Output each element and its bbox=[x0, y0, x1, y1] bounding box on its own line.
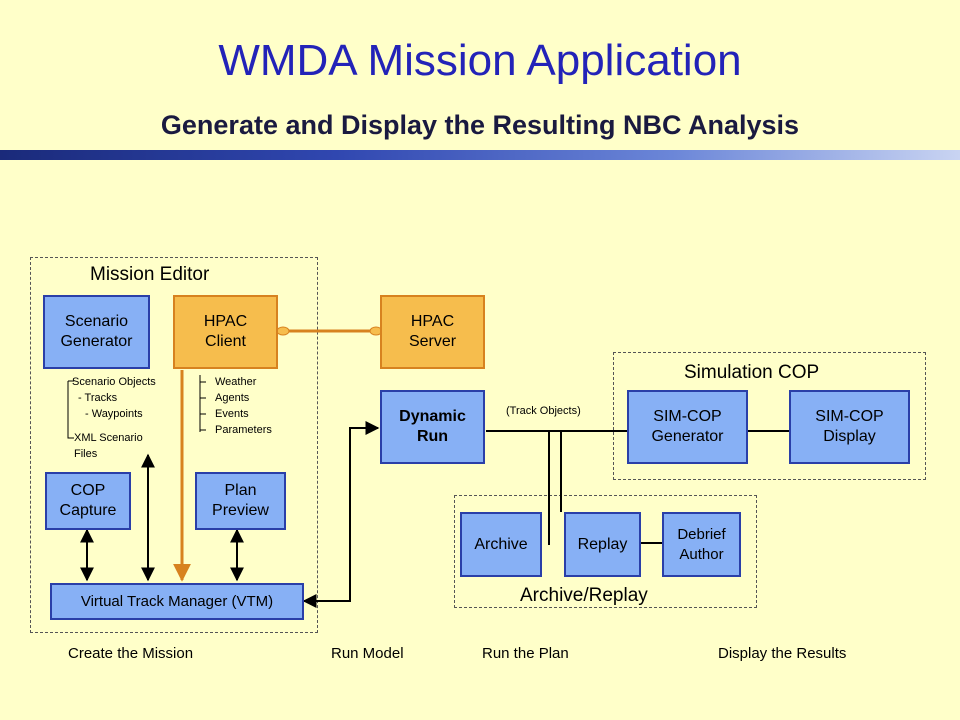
note-events: Events bbox=[215, 408, 249, 420]
footer-display-results: Display the Results bbox=[718, 645, 847, 662]
footer-run-plan: Run the Plan bbox=[482, 645, 569, 662]
scenario-objects-bracket bbox=[67, 381, 74, 439]
footer-create-mission: Create the Mission bbox=[68, 645, 194, 662]
dynamic-run-box[interactable]: Dynamic Run bbox=[380, 390, 485, 464]
debrief-author-box[interactable]: Debrief Author bbox=[662, 512, 741, 577]
scenario-generator-box[interactable]: Scenario Generator bbox=[43, 295, 150, 369]
note-scenario-objects: Scenario Objects bbox=[72, 376, 156, 388]
simulation-cop-region bbox=[613, 352, 926, 480]
replay-box[interactable]: Replay bbox=[564, 512, 641, 577]
page-subtitle: Generate and Display the Resulting NBC A… bbox=[160, 110, 800, 140]
plan-preview-box[interactable]: Plan Preview bbox=[195, 472, 286, 530]
note-tracks: - Tracks bbox=[78, 392, 118, 404]
archive-replay-region bbox=[454, 495, 757, 608]
title-divider bbox=[0, 150, 960, 160]
mission-editor-label: Mission Editor bbox=[90, 264, 210, 285]
hpac-client-box[interactable]: HPAC Client bbox=[173, 295, 278, 369]
hpac-server-box[interactable]: HPAC Server bbox=[380, 295, 485, 369]
simcop-display-box[interactable]: SIM-COP Display bbox=[789, 390, 910, 464]
archive-replay-label: Archive/Replay bbox=[520, 585, 648, 606]
note-weather: Weather bbox=[215, 376, 257, 388]
note-files: Files bbox=[74, 448, 98, 460]
note-waypoints: - Waypoints bbox=[85, 408, 143, 420]
hpac-link-knob-left bbox=[276, 326, 290, 336]
note-agents: Agents bbox=[215, 392, 250, 404]
simulation-cop-label: Simulation COP bbox=[684, 362, 820, 383]
simcop-generator-box[interactable]: SIM-COP Generator bbox=[627, 390, 748, 464]
footer-run-model: Run Model bbox=[331, 645, 404, 662]
vtm-dynamic-run-arrow bbox=[302, 421, 380, 608]
archive-box[interactable]: Archive bbox=[460, 512, 542, 577]
cop-capture-box[interactable]: COP Capture bbox=[45, 472, 131, 530]
vtm-box[interactable]: Virtual Track Manager (VTM) bbox=[50, 583, 304, 620]
note-xml-scenario: XML Scenario bbox=[74, 432, 143, 444]
note-parameters: Parameters bbox=[215, 424, 272, 436]
page-title: WMDA Mission Application bbox=[218, 36, 742, 85]
note-track-objects: (Track Objects) bbox=[506, 405, 581, 417]
